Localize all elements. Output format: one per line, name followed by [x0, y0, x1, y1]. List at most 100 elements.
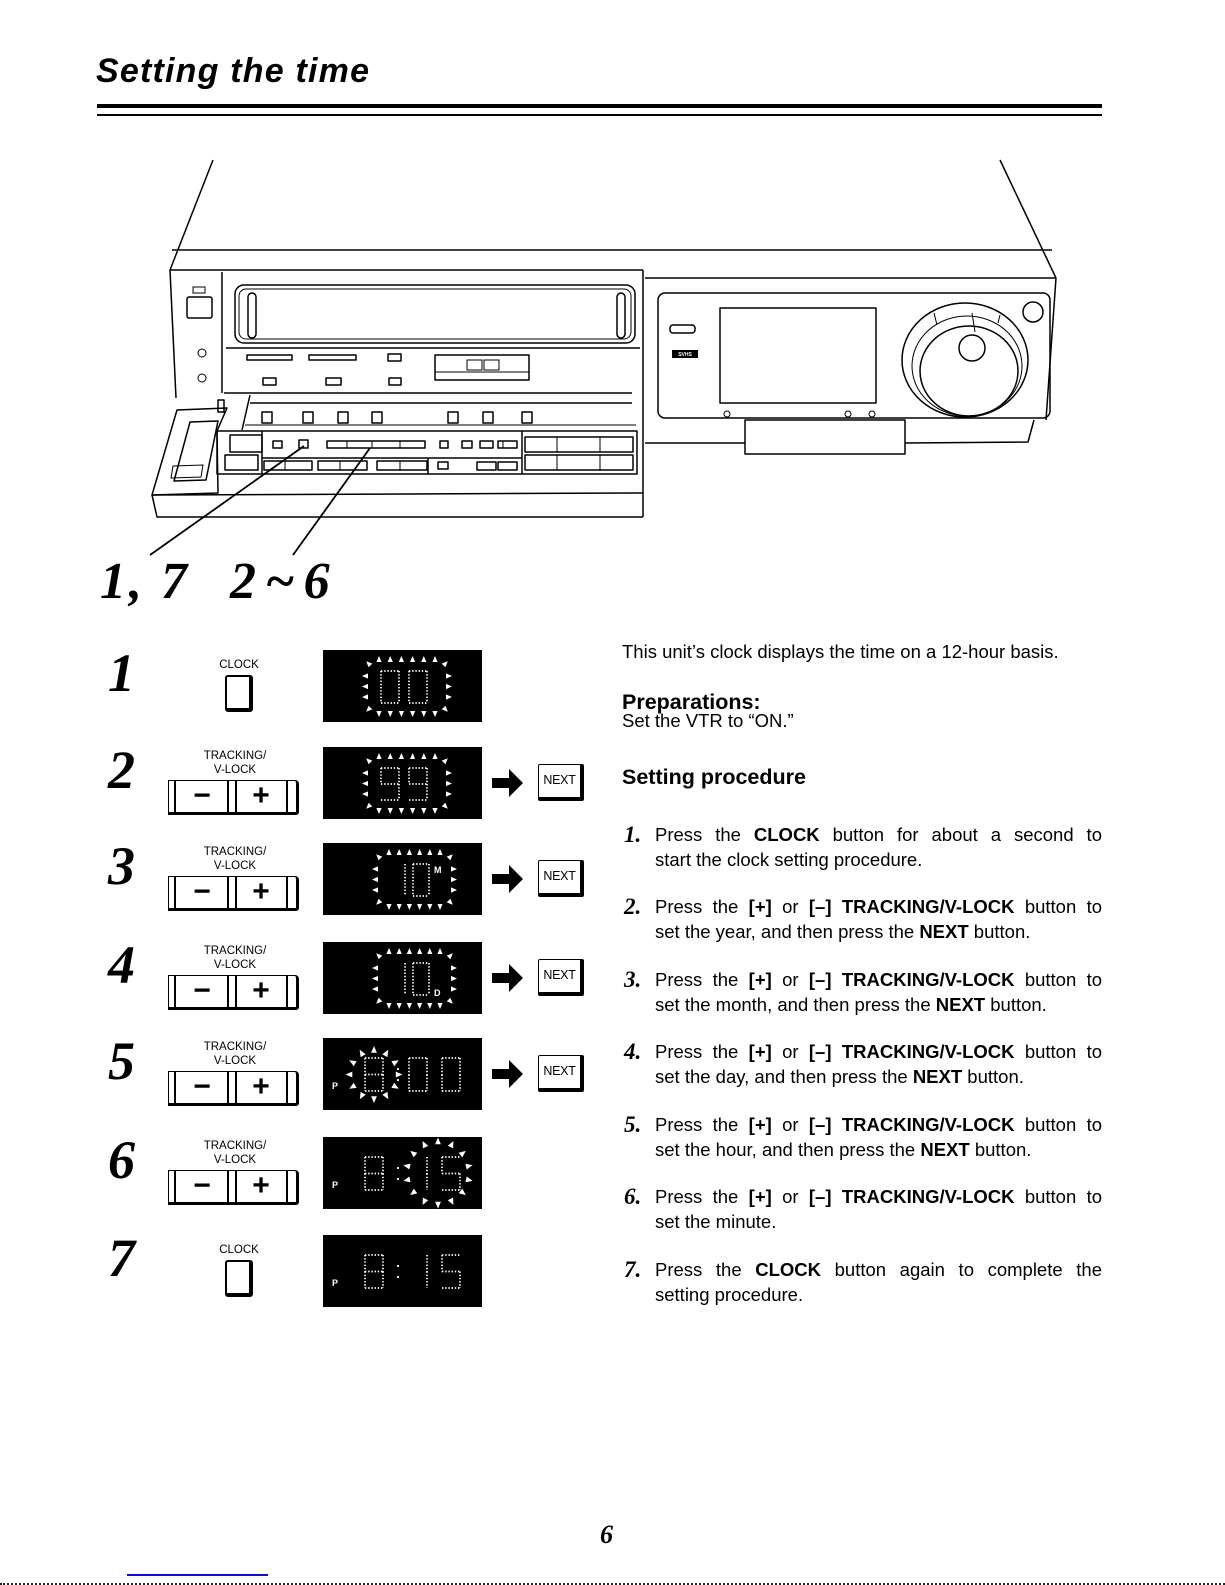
blink-indicator — [396, 849, 402, 855]
label-line: TRACKING/ — [203, 1041, 267, 1053]
plus-icon: + — [252, 974, 270, 1007]
blink-indicator — [349, 1082, 357, 1089]
visual-step-3: 3 TRACKING/V-LOCK − + M NEXT — [0, 839, 600, 918]
step-line: set the hour, and then press the NEXT bu… — [655, 1137, 1104, 1162]
button-divider — [235, 976, 237, 1007]
blink-indicator — [435, 1137, 441, 1145]
label-line: TRACKING/ — [203, 945, 267, 957]
blink-indicator — [421, 808, 427, 814]
blink-indicator — [376, 997, 383, 1004]
blink-indicator — [366, 705, 373, 712]
counter-glyph — [483, 359, 500, 371]
plus-icon: + — [252, 875, 270, 908]
blink-indicator — [437, 948, 443, 954]
blink-indicator — [446, 780, 452, 787]
text-run: Press the — [655, 1186, 749, 1207]
button-edge — [286, 976, 288, 1007]
blink-indicator — [396, 904, 402, 910]
procedure-step-1: 1. Press the CLOCK button for about a se… — [622, 822, 1104, 872]
minus-icon: − — [193, 779, 211, 812]
display-readout: D — [372, 948, 457, 1009]
intro-text: This unit’s clock displays the time on a… — [622, 641, 1059, 662]
ampm-indicator: P — [332, 1180, 338, 1190]
blink-indicator — [446, 854, 453, 861]
text-run-bold: NEXT — [935, 994, 986, 1015]
procedure-step-2: 2. Press the [+] or [–] TRACKING/V-LOCK … — [622, 894, 1104, 944]
blink-indicator — [427, 904, 433, 910]
panel-button — [371, 411, 383, 424]
label-line: TRACKING/ — [203, 846, 267, 858]
text-run: Press the — [655, 1259, 756, 1280]
blink-indicator — [465, 1163, 473, 1170]
blink-indicator — [451, 876, 457, 883]
text-run-bold: NEXT — [919, 921, 969, 942]
blink-indicator — [447, 1197, 454, 1205]
text-run: button. — [962, 1066, 1024, 1087]
blink-indicator — [398, 753, 404, 759]
cassette-slot — [234, 284, 636, 344]
step-number: 4. — [624, 1039, 642, 1064]
button-edge — [286, 877, 288, 908]
button-divider — [227, 1171, 229, 1202]
unit-indicator: M — [434, 865, 442, 875]
blink-indicator — [465, 1176, 473, 1183]
jog-dial-marks — [933, 312, 1001, 333]
blink-indicator — [458, 1150, 466, 1158]
right-bottom-line — [645, 419, 1035, 444]
blink-indicator — [406, 904, 412, 910]
deck-button — [437, 461, 449, 470]
step-numeral: 7 — [108, 1228, 135, 1288]
blink-indicator — [446, 791, 452, 797]
blink-indicator — [410, 753, 416, 759]
display-digit — [441, 1057, 461, 1092]
label-line: TRACKING/ — [203, 750, 267, 762]
deck-button-group — [263, 460, 313, 471]
blink-indicator — [406, 1003, 412, 1009]
flap-outline — [151, 407, 228, 496]
power-button — [186, 296, 213, 319]
tracking-button-label: TRACKING/V-LOCK — [175, 944, 295, 972]
clock-button — [225, 675, 253, 712]
blink-indicator — [417, 948, 423, 954]
flap-window — [173, 420, 219, 482]
button-edge — [174, 781, 176, 812]
colon-dot — [396, 1166, 400, 1170]
blink-indicator — [427, 849, 433, 855]
text-run: button to — [1014, 1114, 1103, 1135]
text-run: set the day, and then press the — [655, 1066, 913, 1087]
indicator-dot — [723, 410, 731, 418]
blink-indicator — [391, 1060, 399, 1067]
blink-indicator — [376, 898, 383, 905]
text-run-bold: TRACKING/V-LOCK — [841, 896, 1015, 917]
panel-button — [337, 411, 349, 424]
text-run: set the month, and then press the — [655, 994, 936, 1015]
button-edge — [286, 781, 288, 812]
jog-dial-knob — [958, 334, 986, 362]
blink-indicator — [362, 791, 368, 797]
step-line: Press the [+] or [–] TRACKING/V-LOCK but… — [655, 1112, 1102, 1137]
visual-step-2: 2 TRACKING/V-LOCK − + NEXT — [0, 743, 600, 822]
button-edge — [174, 877, 176, 908]
jog-dial-outer — [901, 302, 1029, 418]
panel-button — [246, 354, 293, 361]
blink-indicator — [406, 948, 412, 954]
display-readout: P — [332, 1137, 473, 1209]
slot-outer — [234, 284, 636, 344]
step-number: 1. — [624, 822, 642, 847]
clock-button — [225, 1260, 253, 1297]
blink-indicator — [410, 808, 416, 814]
text-run: or — [771, 969, 809, 990]
blink-indicator — [376, 808, 382, 814]
visual-step-5: 5 TRACKING/V-LOCK − + P NEXT — [0, 1034, 600, 1113]
left-outer-edge — [169, 269, 177, 399]
text-run: Press the — [655, 1041, 749, 1062]
hinge — [217, 399, 225, 413]
blink-indicator — [362, 683, 368, 690]
blink-indicator — [427, 1003, 433, 1009]
clock-display: P — [323, 1235, 482, 1307]
blink-indicator — [376, 854, 383, 861]
button-divider — [235, 781, 237, 812]
procedure-step-5: 5. Press the [+] or [–] TRACKING/V-LOCK … — [622, 1112, 1104, 1162]
text-run: set the year, and then press the — [655, 921, 920, 942]
blink-indicator — [359, 1091, 366, 1100]
